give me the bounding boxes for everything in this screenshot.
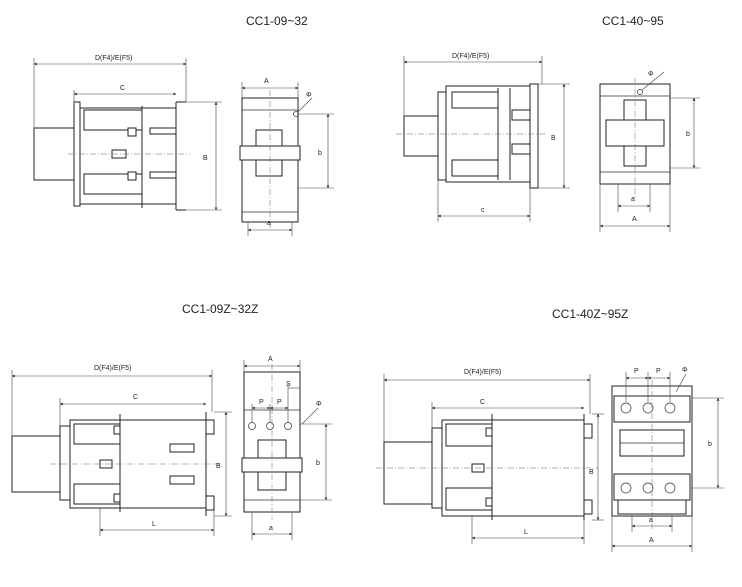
front-view (599, 78, 671, 198)
dim-l-label: L (524, 529, 528, 536)
front-view (611, 380, 693, 530)
dim-p2-label: P (656, 368, 661, 375)
dim-s-label: S (286, 381, 291, 388)
dim-b-label: B (216, 463, 221, 470)
dim-c-label: c (481, 207, 485, 214)
front-view (241, 364, 303, 520)
panel-title: CC1-09~32 (246, 14, 308, 28)
panel-cc1-40-95: CC1-40~95 D(F4)/E(F5) B c (396, 14, 700, 232)
dim-phi-label: Φ (682, 367, 688, 374)
panel-title: CC1-09Z~32Z (182, 302, 258, 316)
dim-a-small-label: a (267, 220, 271, 227)
dim-d-label: D(F4)/E(F5) (95, 55, 132, 62)
dim-b-small-label: b (316, 460, 320, 467)
dim-b-label: B (551, 135, 556, 142)
dim-phi-label: Φ (306, 92, 312, 99)
dim-a-small-label: a (649, 517, 653, 524)
dim-p1-label: P (634, 368, 639, 375)
dim-a-label: A (649, 537, 654, 544)
dim-d-label: D(F4)/E(F5) (452, 53, 489, 60)
dim-p2-label: P (277, 399, 282, 406)
dim-c-label: C (480, 399, 485, 406)
panel-title: CC1-40Z~95Z (552, 307, 628, 321)
front-view (239, 90, 301, 230)
dim-d-label: D(F4)/E(F5) (94, 365, 131, 372)
dim-b-label: B (203, 155, 208, 162)
dim-phi-label: Φ (648, 71, 654, 78)
dim-c-label: C (133, 394, 138, 401)
panel-title: CC1-40~95 (602, 14, 664, 28)
dim-p1-label: P (259, 399, 264, 406)
side-view (33, 101, 190, 211)
panel-cc1-09-32: CC1-09~32 D(F4)/E(F5) C (33, 14, 334, 236)
side-view (396, 83, 546, 189)
dim-a-small-label: a (269, 525, 273, 532)
dim-a-label: A (268, 356, 273, 363)
dim-b-small-label: b (686, 131, 690, 138)
side-view (11, 412, 220, 516)
dim-phi-label: Φ (316, 401, 322, 408)
side-view (376, 414, 598, 520)
dim-c-label: C (120, 85, 125, 92)
dim-l-label: L (152, 521, 156, 528)
dim-b-small-label: b (708, 441, 712, 448)
dim-a-small-label: a (631, 196, 635, 203)
dim-b-label: B (589, 469, 594, 476)
dim-a-label: A (632, 216, 637, 223)
dim-b-small-label: b (318, 150, 322, 157)
dim-d-label: D(F4)/E(F5) (464, 369, 501, 376)
panel-cc1-40z-95z: CC1-40Z~95Z D(F4)/E(F5) C B (376, 307, 724, 552)
panel-cc1-09z-32z: CC1-09Z~32Z D(F4)/E(F5) C B (11, 302, 332, 540)
dim-a-label: A (264, 78, 269, 85)
